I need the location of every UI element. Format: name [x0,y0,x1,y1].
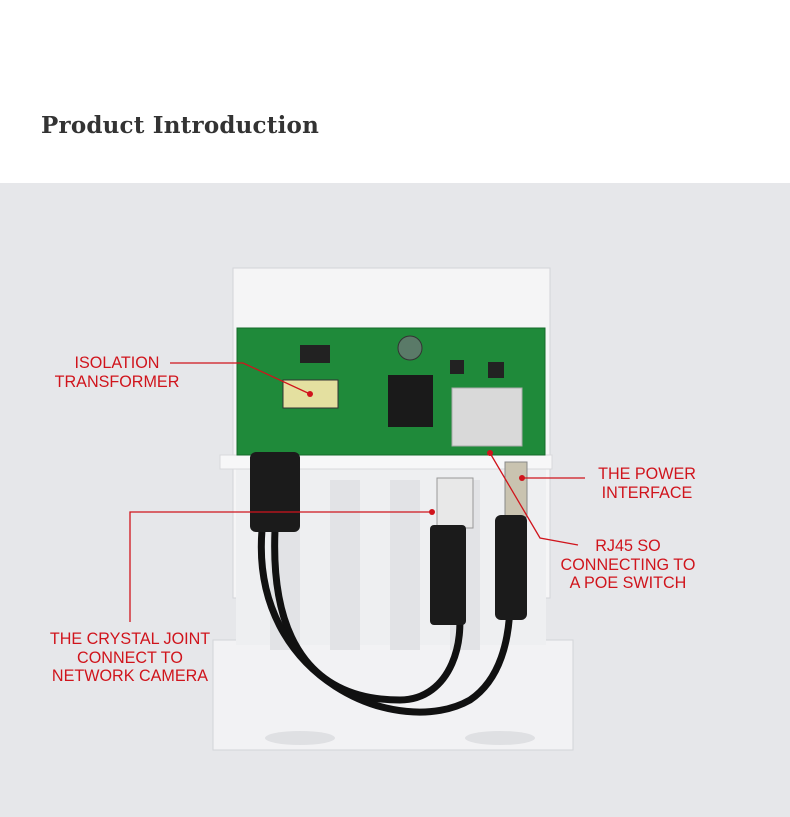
rj45-port [451,387,523,447]
label-line: CONNECT TO [77,647,183,667]
label-power-interface: THE POWER INTERFACE [588,464,706,502]
rj45-plug [436,477,474,529]
label-line: RJ45 SO [595,536,661,555]
dc-power-plug [504,461,528,518]
label-line: CONNECTING TO [560,554,696,574]
label-line: TRANSFORMER [54,371,180,391]
page-title: Product Introduction [41,112,319,139]
label-crystal-joint: THE CRYSTAL JOINT CONNECT TO NETWORK CAM… [35,629,225,686]
cable-strain-relief [250,452,300,532]
label-line: ISOLATION [74,353,160,372]
leader-lines [129,362,585,622]
label-line: THE CRYSTAL JOINT [49,629,211,648]
label-line: NETWORK CAMERA [51,666,209,685]
header-area: Product Introduction [0,0,790,183]
label-line: INTERFACE [601,482,693,502]
label-isolation-transformer: ISOLATION TRANSFORMER [46,353,189,391]
label-rj45: RJ45 SO CONNECTING TO A POE SWITCH [549,536,707,593]
label-line: A POE SWITCH [569,573,687,592]
label-line: THE POWER [598,464,696,483]
